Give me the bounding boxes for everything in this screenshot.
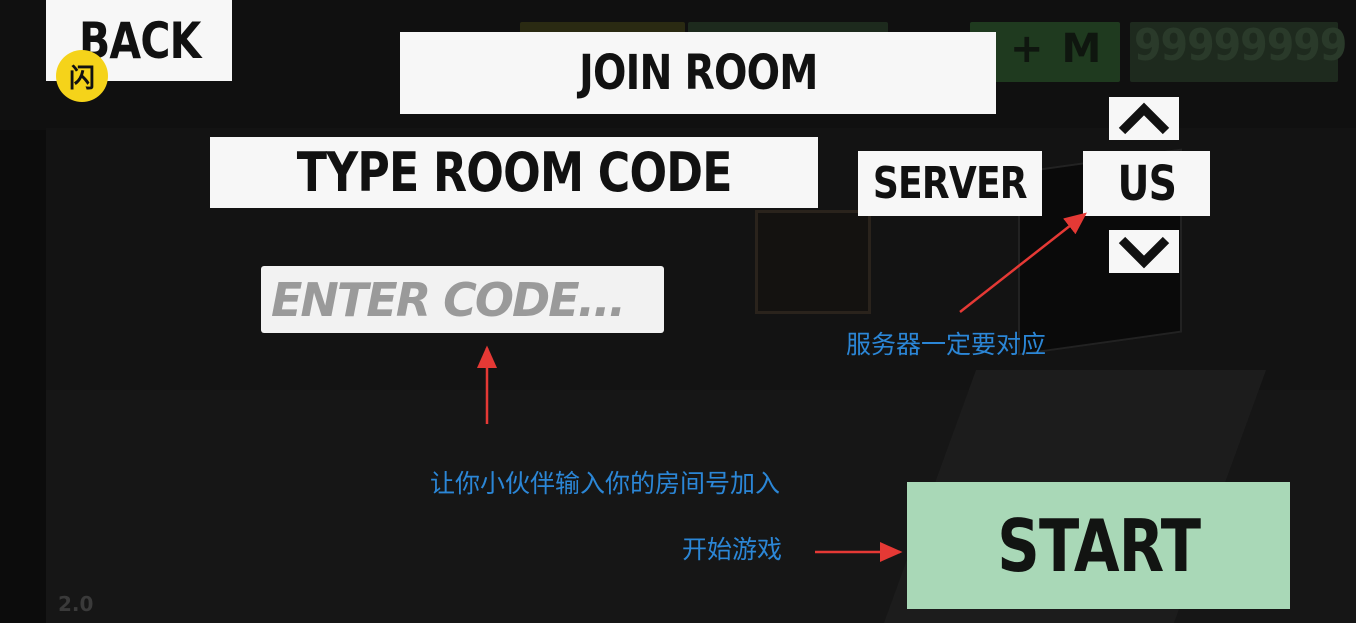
start-label: START	[997, 503, 1201, 588]
back-button[interactable]: BACK	[46, 0, 232, 81]
room-code-input[interactable]	[261, 266, 664, 333]
annotation-start-note: 开始游戏	[682, 535, 783, 564]
page-title: JOIN ROOM	[400, 32, 996, 114]
server-label: SERVER	[858, 151, 1042, 216]
start-button[interactable]: START	[907, 482, 1290, 609]
page-title-text: JOIN ROOM	[578, 45, 818, 101]
room-code-heading: TYPE ROOM CODE	[210, 137, 818, 208]
server-region-value: US	[1083, 151, 1210, 216]
annotation-invite-note: 让你小伙伴输入你的房间号加入	[430, 469, 781, 498]
chevron-down-icon	[1118, 236, 1170, 268]
hud-money-value: 99999999	[1134, 20, 1347, 71]
lightning-badge-icon: 闪	[56, 50, 108, 102]
wall-board	[755, 210, 871, 314]
version-label: 2.0	[58, 592, 94, 616]
server-next-button[interactable]	[1109, 97, 1179, 140]
server-label-text: SERVER	[873, 158, 1028, 209]
hud-add-money-label: + M	[1010, 26, 1104, 72]
badge-glyph: 闪	[68, 63, 95, 94]
chevron-up-icon	[1118, 102, 1170, 134]
annotation-server-note: 服务器一定要对应	[846, 330, 1047, 359]
hud-money-panel	[1130, 22, 1338, 82]
room-code-heading-text: TYPE ROOM CODE	[296, 141, 733, 204]
server-prev-button[interactable]	[1109, 230, 1179, 273]
server-region-text: US	[1117, 155, 1176, 212]
